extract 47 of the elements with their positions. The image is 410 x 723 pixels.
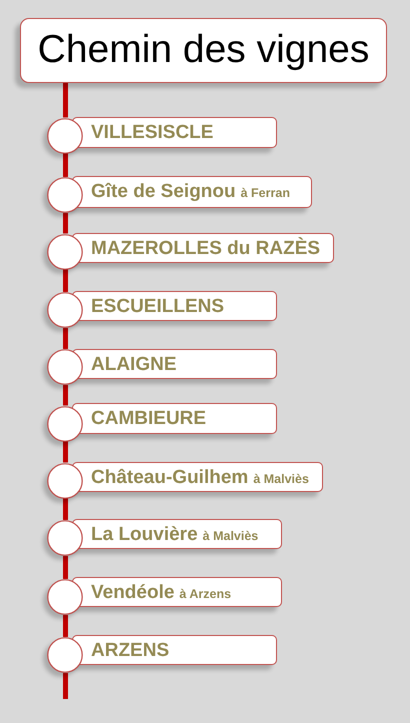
route-line — [63, 270, 68, 292]
stop-box — [72, 233, 334, 263]
stop-name: MAZEROLLES du RAZÈS — [91, 238, 320, 259]
stop-box — [72, 291, 277, 321]
stop-circle — [47, 579, 83, 615]
route-line — [63, 442, 68, 462]
route-line — [63, 498, 68, 520]
route-line — [63, 556, 68, 579]
stop-circle — [47, 462, 83, 498]
route-line — [63, 615, 68, 637]
title-text: Chemin des vignes — [38, 28, 370, 71]
stop-box — [72, 117, 277, 148]
stop-box — [72, 349, 277, 379]
route-line — [63, 328, 68, 349]
stop-name: VILLESISCLE — [91, 122, 214, 143]
stop-name: ARZENS — [91, 640, 170, 661]
stop-name: CAMBIEURE — [91, 408, 206, 429]
stop-box — [72, 176, 312, 208]
stop-box — [72, 403, 277, 434]
stop-box — [72, 519, 282, 549]
stop-location: à Ferran — [240, 186, 290, 200]
stop-box — [72, 462, 323, 492]
stop-name: ALAIGNE — [91, 354, 176, 375]
title-box — [20, 18, 387, 83]
stop-location: à Malviès — [202, 529, 258, 543]
stop-location: à Malviès — [253, 472, 309, 486]
stop-name: Vendéole — [91, 582, 174, 603]
stop-circle — [47, 637, 83, 673]
stop-location: à Arzens — [179, 587, 232, 601]
route-line — [63, 673, 68, 699]
route-line — [63, 385, 68, 406]
route-line — [63, 83, 68, 118]
stop-circle — [47, 292, 83, 328]
route-line — [63, 213, 68, 234]
stop-circle — [47, 118, 83, 154]
stop-name: ESCUEILLENS — [91, 296, 224, 317]
stop-circle — [47, 234, 83, 270]
stop-circle — [47, 177, 83, 213]
stop-box — [72, 635, 277, 665]
stop-circle — [47, 349, 83, 385]
stop-name: Gîte de Seignou — [91, 181, 236, 202]
stop-box — [72, 577, 282, 607]
stop-circle — [47, 406, 83, 442]
stop-name: Château-Guilhem — [91, 467, 248, 488]
stop-circle — [47, 520, 83, 556]
route-line — [63, 154, 68, 177]
stop-name: La Louvière — [91, 524, 198, 545]
